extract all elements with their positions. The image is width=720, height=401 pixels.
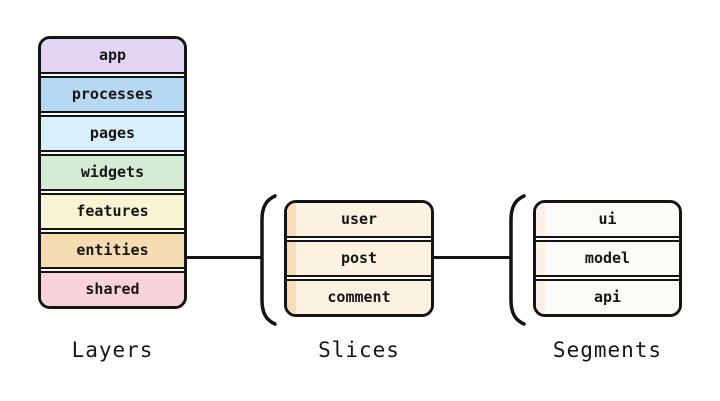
slices-label: Slices bbox=[318, 338, 400, 362]
layer-row-widgets: widgets bbox=[41, 156, 184, 189]
row-divider bbox=[41, 228, 184, 234]
row-divider bbox=[287, 275, 431, 281]
row-divider bbox=[287, 236, 431, 242]
slice-row-post: post bbox=[287, 242, 431, 275]
slice-stripe bbox=[287, 242, 296, 275]
row-divider bbox=[41, 267, 184, 273]
layer-row-processes: processes bbox=[41, 78, 184, 111]
layer-row-label: app bbox=[98, 46, 127, 64]
segment-row-ui: ui bbox=[536, 203, 679, 236]
segment-stripe bbox=[536, 242, 545, 275]
layer-row-label: features bbox=[76, 202, 149, 220]
segment-row-label: model bbox=[584, 249, 631, 267]
slice-row-label: post bbox=[340, 249, 378, 267]
segment-stripe bbox=[536, 281, 545, 314]
slices-bracket-icon bbox=[260, 194, 277, 326]
layer-row-entities: entities bbox=[41, 234, 184, 267]
layer-row-features: features bbox=[41, 195, 184, 228]
slices-stack: user post comment bbox=[284, 200, 434, 317]
segment-row-api: api bbox=[536, 281, 679, 314]
layer-row-label: processes bbox=[71, 85, 154, 103]
row-divider bbox=[536, 236, 679, 242]
layer-row-app: app bbox=[41, 39, 184, 72]
connector-layers-to-slices bbox=[187, 256, 263, 259]
segments-bracket-icon bbox=[509, 194, 526, 326]
layer-row-label: entities bbox=[76, 241, 149, 259]
segment-row-model: model bbox=[536, 242, 679, 275]
connector-slices-to-segments bbox=[434, 256, 512, 259]
layer-row-label: widgets bbox=[80, 163, 145, 181]
row-divider bbox=[41, 111, 184, 117]
slice-row-label: user bbox=[340, 210, 378, 228]
layer-row-shared: shared bbox=[41, 273, 184, 306]
segments-stack: ui model api bbox=[533, 200, 682, 317]
slice-stripe bbox=[287, 203, 296, 236]
layers-stack: app processes pages widgets features ent… bbox=[38, 36, 187, 309]
segment-stripe bbox=[536, 203, 545, 236]
row-divider bbox=[41, 189, 184, 195]
layers-label: Layers bbox=[71, 338, 154, 362]
layer-row-pages: pages bbox=[41, 117, 184, 150]
segments-label: Segments bbox=[552, 338, 663, 362]
row-divider bbox=[41, 150, 184, 156]
layer-row-label: shared bbox=[85, 280, 140, 298]
slice-row-label: comment bbox=[327, 288, 391, 306]
slice-row-comment: comment bbox=[287, 281, 431, 314]
segment-row-label: api bbox=[593, 288, 622, 306]
layer-row-label: pages bbox=[89, 124, 136, 142]
slice-row-user: user bbox=[287, 203, 431, 236]
row-divider bbox=[41, 72, 184, 78]
row-divider bbox=[536, 275, 679, 281]
segment-row-label: ui bbox=[598, 210, 617, 228]
slice-stripe bbox=[287, 281, 296, 314]
